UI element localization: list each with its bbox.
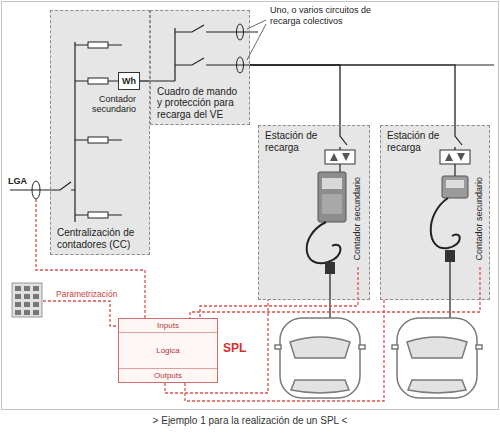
- charger-device: [431, 198, 460, 248]
- car-top-view: [392, 318, 482, 398]
- fuse-symbol: [88, 42, 108, 218]
- line-label: LGA: [8, 176, 27, 186]
- meter-unit: Wh: [119, 73, 139, 89]
- wiring: [10, 25, 494, 318]
- fuse-symbol: [88, 212, 108, 218]
- car-top-view: [407, 337, 467, 358]
- car-top-view: [290, 337, 350, 358]
- car-top-view: [408, 380, 466, 393]
- car-top-view: [291, 380, 349, 393]
- display-symbol: [440, 150, 470, 164]
- car-top-view: [275, 318, 365, 398]
- charger-device: [325, 262, 335, 274]
- spl-section: Inputs: [119, 319, 217, 333]
- box-fill: [118, 72, 140, 90]
- box-title: Estación de recarga: [387, 130, 449, 153]
- callout-note: Uno, o varios circuitos de recarga colec…: [270, 5, 394, 27]
- keypad-key: [15, 286, 21, 291]
- spl-label: SPL: [223, 341, 246, 355]
- wiring: [175, 25, 258, 32]
- box-fill: [258, 125, 370, 300]
- keypad-key: [15, 294, 21, 299]
- car-top-view: [359, 345, 365, 349]
- current-clamp: [32, 181, 40, 199]
- keypad-key: [33, 294, 39, 299]
- fuse-symbol: [88, 42, 108, 48]
- signal-connector: [190, 267, 480, 318]
- keypad-key: [33, 286, 39, 291]
- box-fill: [50, 10, 150, 255]
- wiring: [74, 42, 75, 222]
- keypad-key: [24, 310, 30, 315]
- charger-device: [307, 172, 468, 274]
- charging-station-box: Estación de recargaContador secundario: [380, 125, 490, 300]
- keypad-key: [24, 286, 30, 291]
- control-panel-box: Cuadro de mando y protección para recarg…: [150, 10, 250, 125]
- spl-section: Outputs: [119, 369, 217, 382]
- current-clamp: [32, 24, 244, 199]
- box-title: Estación de recarga: [265, 130, 327, 153]
- charger-device: [445, 250, 455, 262]
- keypad-key: [24, 302, 30, 307]
- keypad-key: [15, 302, 21, 307]
- energy-meter: WhContador secundario: [118, 72, 140, 90]
- figure-frame: [2, 2, 499, 410]
- fuse-symbol: [88, 137, 108, 143]
- car-top-view: [275, 345, 281, 349]
- signal-line: [36, 199, 145, 326]
- charger-device: [322, 194, 342, 214]
- wiring: [150, 28, 175, 81]
- current-clamp: [237, 57, 244, 73]
- wiring: [175, 58, 250, 65]
- signal-connector: [200, 267, 358, 318]
- charger-device: [322, 178, 342, 189]
- charger-device: [307, 222, 341, 263]
- figure-caption: > Ejemplo 1 para la realización de un SP…: [0, 415, 500, 426]
- signal-line: [36, 199, 145, 318]
- car-top-view: [392, 345, 398, 349]
- wiring: [455, 64, 494, 65]
- car-top-view: [280, 318, 360, 398]
- keypad-icon: [12, 283, 42, 317]
- keypad-key: [33, 310, 39, 315]
- fuse-symbol: [88, 78, 108, 84]
- power-connector: [250, 65, 340, 125]
- spl-section: Lógica: [119, 333, 217, 369]
- keypad-icon: [12, 283, 42, 317]
- current-clamp: [237, 24, 244, 40]
- display-symbol: [325, 150, 355, 164]
- keypad-key: [33, 302, 39, 307]
- wiring: [340, 125, 347, 172]
- meter-label: Contador secundario: [80, 94, 136, 115]
- power-connector: [140, 80, 150, 81]
- car-top-view: [397, 318, 477, 398]
- wiring: [330, 262, 450, 318]
- box-title: Centralización de contadores (CC): [57, 227, 143, 250]
- display-symbol: [330, 153, 350, 161]
- meter-centralization-box: Centralización de contadores (CC)WhConta…: [50, 10, 150, 255]
- signal-label: Parametrización: [56, 289, 117, 299]
- vertical-label: Contador secundario: [350, 177, 366, 261]
- box-fill: [380, 125, 490, 300]
- signal-connector: [185, 300, 384, 401]
- keypad-key: [15, 310, 21, 315]
- secondary-meter: Contador secundario: [350, 171, 366, 267]
- signal-line: [43, 301, 118, 326]
- charger-device: [442, 176, 468, 198]
- secondary-meter: Contador secundario: [472, 171, 488, 267]
- charger-device: [446, 180, 464, 188]
- power-connector: [250, 65, 455, 125]
- car-top-view: [476, 345, 482, 349]
- display-symbol: [445, 153, 465, 161]
- charger-device: [318, 172, 346, 222]
- keypad-key: [24, 294, 30, 299]
- spl-box: SPLInputsLógicaOutputs: [118, 318, 218, 383]
- charging-station-box: Estación de recargaContador secundario: [258, 125, 370, 300]
- box-title: Cuadro de mando y protección para recarg…: [157, 86, 243, 121]
- vertical-label: Contador secundario: [472, 177, 488, 261]
- box-fill: [118, 318, 218, 383]
